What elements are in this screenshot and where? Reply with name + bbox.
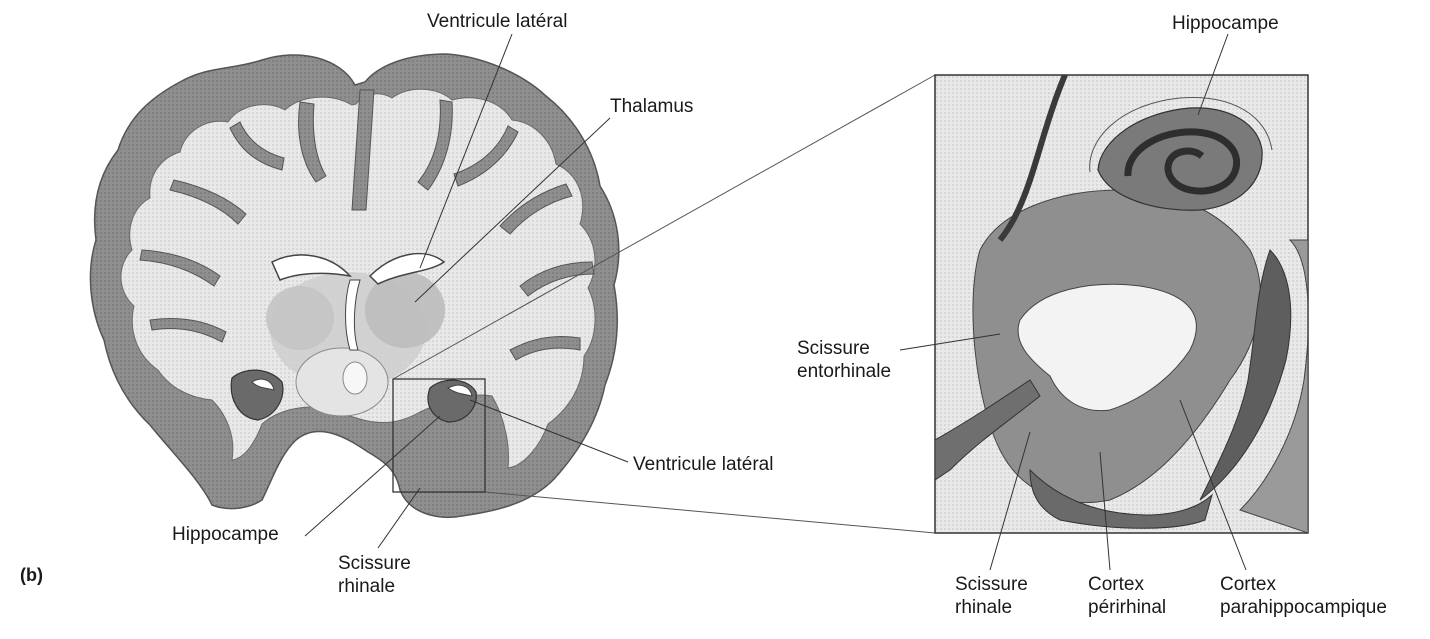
- midbrain: [296, 348, 388, 416]
- label-hippocampe-right: Hippocampe: [1172, 12, 1279, 35]
- zoom-line-bottom: [485, 492, 935, 533]
- panel-label: (b): [20, 564, 43, 587]
- label-hippocampe-left: Hippocampe: [172, 523, 279, 546]
- inset-enlargement: [935, 75, 1308, 533]
- label-ventricule-lateral-top: Ventricule latéral: [427, 10, 567, 33]
- label-thalamus: Thalamus: [610, 95, 693, 118]
- label-ventricule-lateral-bottom: Ventricule latéral: [633, 453, 773, 476]
- thalamus-left: [266, 286, 334, 350]
- brain-section: [90, 54, 618, 517]
